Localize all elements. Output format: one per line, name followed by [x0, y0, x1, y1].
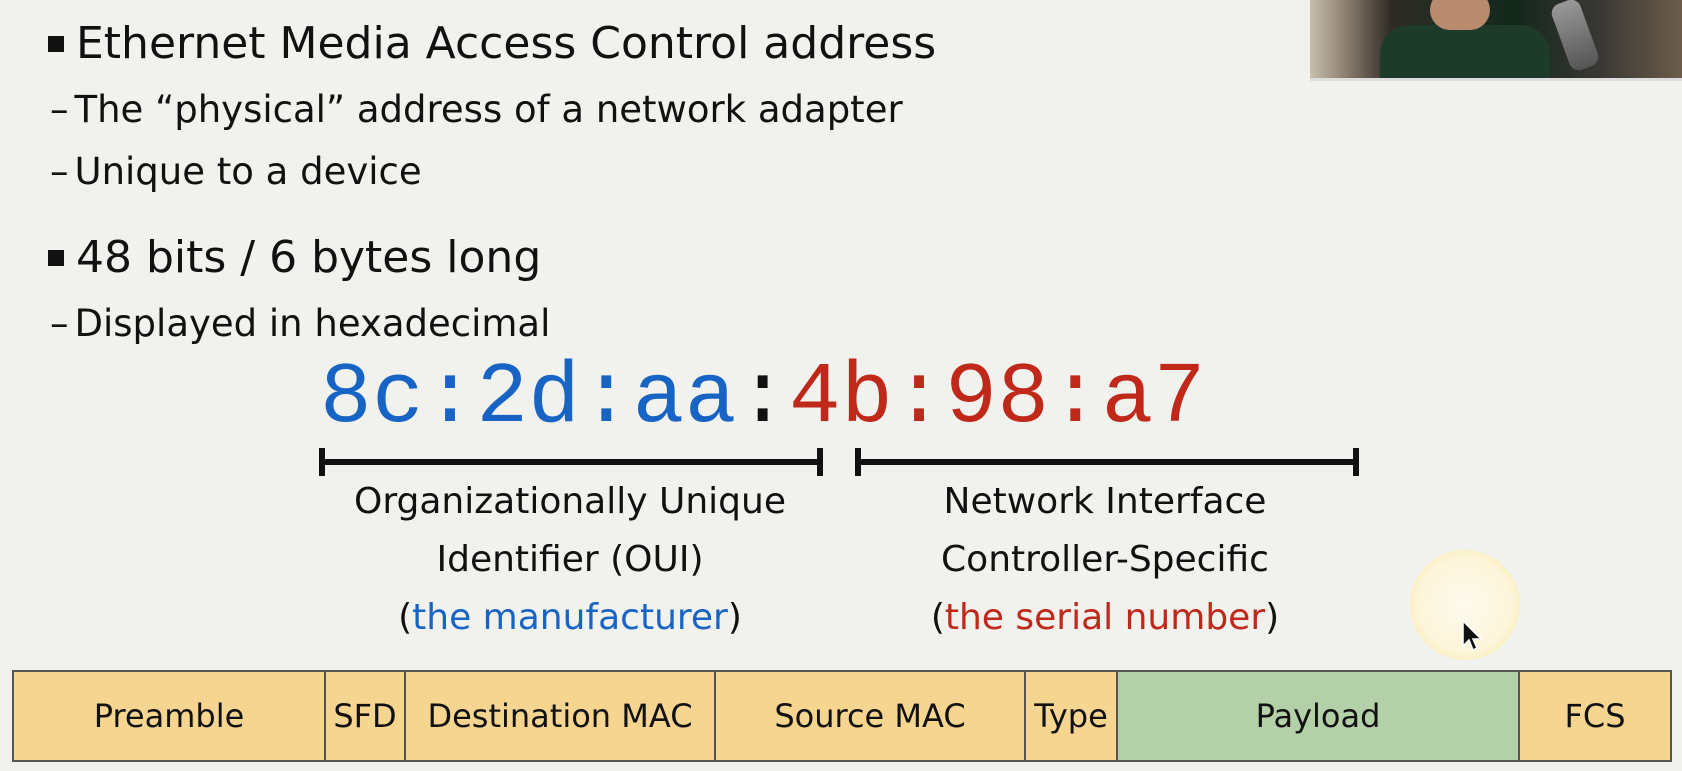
- sub-bullet-hexadecimal: – Displayed in hexadecimal: [50, 302, 550, 345]
- presenter-shirt: [1380, 25, 1550, 78]
- presenter-face: [1430, 0, 1490, 30]
- open-paren: (: [398, 597, 413, 638]
- sub-bullet-unique: – Unique to a device: [50, 150, 422, 193]
- mac-address-example: 8c:2d:aa:4b:98:a7: [320, 355, 1206, 441]
- dash-bullet: –: [50, 302, 69, 345]
- frame-field-preamble: Preamble: [14, 672, 326, 760]
- dash-bullet: –: [50, 150, 69, 193]
- nic-caption: Network Interface Controller-Specific (t…: [825, 473, 1385, 647]
- frame-field-fcs: FCS: [1520, 672, 1672, 760]
- ethernet-frame-diagram: Preamble SFD Destination MAC Source MAC …: [12, 670, 1672, 762]
- mac-separator: :: [736, 349, 789, 447]
- microphone-icon: [1548, 0, 1602, 74]
- sub-bullet-text: Unique to a device: [74, 150, 422, 193]
- oui-caption: Organizationally Unique Identifier (OUI)…: [290, 473, 850, 647]
- oui-caption-line3: (the manufacturer): [290, 589, 850, 647]
- close-paren: ): [1265, 597, 1280, 638]
- bullet-ethernet-mac: Ethernet Media Access Control address: [48, 18, 936, 69]
- frame-field-destination-mac: Destination MAC: [406, 672, 716, 760]
- sub-bullet-physical-address: – The “physical” address of a network ad…: [50, 88, 903, 131]
- dash-bullet: –: [50, 88, 69, 131]
- bullet-text: 48 bits / 6 bytes long: [76, 232, 542, 283]
- mouse-pointer-icon: [1462, 620, 1483, 652]
- nic-bracket: [855, 448, 1359, 476]
- mac-oui-part: 8c:2d:aa: [320, 349, 737, 447]
- sub-bullet-text: Displayed in hexadecimal: [74, 302, 551, 345]
- frame-field-source-mac: Source MAC: [716, 672, 1026, 760]
- close-paren: ): [727, 597, 742, 638]
- nic-caption-line2: Controller-Specific: [941, 539, 1269, 580]
- oui-caption-line1: Organizationally Unique: [354, 481, 786, 522]
- oui-bracket: [319, 448, 823, 476]
- frame-field-payload: Payload: [1118, 672, 1520, 760]
- presenter-webcam: [1310, 0, 1682, 81]
- open-paren: (: [930, 597, 945, 638]
- frame-field-sfd: SFD: [326, 672, 406, 760]
- nic-caption-line1: Network Interface: [943, 481, 1267, 522]
- oui-caption-line2: Identifier (OUI): [436, 539, 704, 580]
- bullet-text: Ethernet Media Access Control address: [76, 18, 937, 69]
- nic-caption-line3: (the serial number): [825, 589, 1385, 647]
- frame-field-type: Type: [1026, 672, 1118, 760]
- sub-bullet-text: The “physical” address of a network adap…: [74, 88, 903, 131]
- square-bullet-icon: [48, 35, 64, 52]
- bullet-48-bits: 48 bits / 6 bytes long: [48, 232, 541, 283]
- oui-detail: the manufacturer: [412, 597, 728, 638]
- square-bullet-icon: [48, 249, 64, 266]
- mac-nic-part: 4b:98:a7: [788, 349, 1206, 447]
- nic-detail: the serial number: [944, 597, 1266, 638]
